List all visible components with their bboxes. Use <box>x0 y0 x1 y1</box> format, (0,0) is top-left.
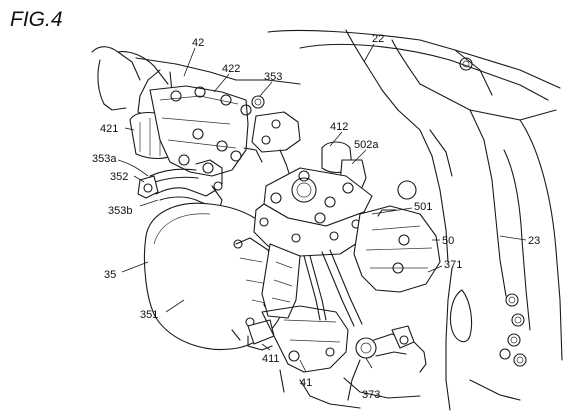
label-412: 412 <box>330 121 348 133</box>
label-502a: 502a <box>354 139 379 151</box>
leader-lines <box>117 43 527 373</box>
label-41: 41 <box>300 377 312 389</box>
label-422: 422 <box>222 63 240 75</box>
frame-22 <box>267 29 561 121</box>
label-353a: 353a <box>92 153 117 165</box>
part-422 <box>149 85 252 177</box>
label-411: 411 <box>262 353 280 365</box>
label-22: 22 <box>372 33 384 45</box>
label-371: 371 <box>444 259 462 271</box>
label-421: 421 <box>100 123 118 135</box>
motor-body <box>261 243 363 327</box>
label-353b: 353b <box>108 205 132 217</box>
label-373: 373 <box>362 389 380 401</box>
label-351: 351 <box>140 309 158 321</box>
reference-numerals: 42 22 422 353 421 412 502a 353a 352 353b… <box>92 33 540 401</box>
label-35: 35 <box>104 269 116 281</box>
engine-cover-351 <box>143 202 291 351</box>
figure-title: FIG.4 <box>10 8 63 31</box>
actuator-unit-50 <box>253 167 441 293</box>
label-353: 353 <box>264 71 282 83</box>
label-42: 42 <box>192 37 204 49</box>
label-352: 352 <box>110 171 128 183</box>
label-23: 23 <box>528 235 540 247</box>
label-50: 50 <box>442 235 454 247</box>
frame-23 <box>397 109 563 411</box>
part-353 <box>243 95 303 183</box>
label-501: 501 <box>414 201 432 213</box>
